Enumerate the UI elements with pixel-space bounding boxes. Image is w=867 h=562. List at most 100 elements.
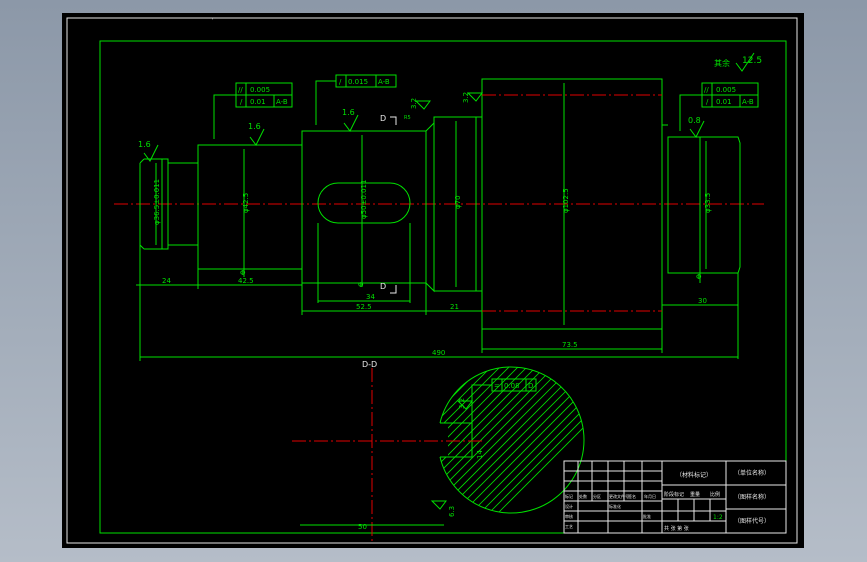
tol-1-val: 0.005: [250, 86, 270, 94]
tb-company: （单位名称）: [734, 469, 770, 477]
tol-2-val: 0.015: [348, 78, 368, 86]
hatch-line: [440, 367, 451, 513]
dim-d-right: φ33.5: [704, 193, 712, 213]
svg-text:分区: 分区: [593, 493, 601, 499]
svg-text://: //: [704, 86, 709, 94]
svg-text:年月日: 年月日: [644, 493, 656, 499]
tolerance-frame-1: // / 0.005 0.01 A-B: [213, 82, 293, 139]
title-block: （材料标记） （单位名称） （图样名称） （图样代号） 阶段标记 重量 比例 1…: [563, 460, 787, 534]
svg-text:=: =: [494, 382, 500, 390]
tolerance-frame-3: // / 0.005 0.01 A-B: [679, 82, 759, 131]
dim-d-collar: φ70: [454, 195, 462, 209]
rough-5: 3.2: [462, 92, 470, 103]
dim-l-525: 52.5: [356, 303, 372, 311]
hatch-line: [200, 363, 360, 523]
hatch-line: [272, 363, 432, 523]
svg-text:标准化: 标准化: [609, 503, 621, 509]
section-circle: [439, 366, 585, 514]
hatch-line: [254, 363, 414, 523]
hatch-line: [440, 367, 487, 513]
svg-text:设计: 设计: [565, 503, 573, 509]
hatch-line: [137, 363, 297, 523]
svg-text:/: /: [240, 98, 243, 106]
hatch-line: [440, 367, 442, 513]
tb-sheets: 共 张 第 张: [664, 525, 689, 532]
svg-text:/: /: [706, 98, 709, 106]
hatch-line: [460, 367, 584, 513]
hatch-line: [227, 363, 387, 523]
svg-text://: //: [238, 86, 243, 94]
tb-weight: 重量: [690, 491, 700, 498]
dim-section: 50: [358, 523, 367, 531]
dim-l-34: 34: [366, 293, 375, 301]
drawing-viewport[interactable]: ' φ36.5±0.011 φ4: [62, 13, 804, 548]
dim-l-735: 73.5: [562, 341, 578, 349]
keyway: [317, 182, 411, 224]
hatch-line: [440, 367, 478, 513]
tb-drawing-name: （图样名称）: [734, 493, 770, 501]
hatch-line: [263, 363, 423, 523]
hatch-line: [218, 363, 378, 523]
dim-d-second: φ42.5: [242, 193, 250, 213]
svg-text:更改文件号: 更改文件号: [609, 493, 629, 499]
rough-6: 0.8: [688, 116, 701, 125]
hatch-line: [487, 367, 584, 513]
rough-1: 1.6: [138, 140, 151, 149]
hatch-line: [440, 367, 559, 513]
drawing-canvas: ' φ36.5±0.011 φ4: [66, 17, 798, 544]
dim-d-left: φ36.5±0.011: [153, 179, 161, 225]
hatch-line: [173, 363, 333, 523]
rough-sec: 6.3: [448, 506, 456, 517]
rough-7: 12.5: [742, 56, 762, 66]
hatch-line: [440, 367, 541, 513]
hatch-line: [110, 363, 270, 523]
dim-l-21: 21: [450, 303, 459, 311]
tol-3-datum: A-B: [742, 98, 754, 106]
hatch-line: [442, 367, 584, 513]
shaft-step-3: [197, 144, 303, 270]
shaft-body: [481, 78, 663, 330]
rough-r5: R5: [404, 115, 411, 121]
shaft-step-1: [139, 158, 169, 250]
hatch-line: [478, 367, 584, 513]
hatch-line: [101, 363, 261, 523]
dim-l-425: 42.5: [238, 277, 254, 285]
hatch-line: [440, 367, 568, 513]
hatch-line: [128, 363, 288, 523]
datum-mid: Φ: [358, 281, 364, 289]
section-title: D-D: [362, 360, 377, 369]
hatch-line: [451, 367, 584, 513]
svg-text:工艺: 工艺: [565, 524, 573, 529]
dim-l-total: 490: [432, 349, 445, 357]
tol-4-datum: D: [528, 382, 533, 390]
outer-frame: [66, 17, 798, 544]
roughness-symbols: 1.6 1.6 1.6 3.2 R5 3.2 0.8 其余 12.5: [138, 52, 762, 162]
hatch-line: [440, 367, 505, 513]
top-tick: ': [212, 18, 213, 24]
hatch-line: [440, 367, 532, 513]
rough-key: 3.2: [458, 398, 466, 409]
hatch-line: [164, 363, 324, 523]
hatch-line: [245, 363, 405, 523]
hatch-line: [146, 363, 306, 523]
inner-frame: [99, 40, 787, 534]
tol-4-val: 0.08: [504, 382, 520, 390]
svg-text:批准: 批准: [643, 513, 651, 519]
shaft-right-end: [667, 136, 741, 274]
tb-material: （材料标记）: [676, 471, 712, 479]
hatch-line: [440, 367, 496, 513]
hatch-line: [182, 363, 342, 523]
hatch-line: [155, 363, 315, 523]
section-hatching: [101, 363, 584, 523]
dim-key: 14: [476, 450, 484, 459]
svg-text:签名: 签名: [628, 493, 636, 499]
tolerance-frame-2: / 0.015 A-B: [315, 74, 397, 125]
tb-ratio: 比例: [710, 491, 720, 498]
hatch-line: [191, 363, 351, 523]
tol-1-datum: A-B: [276, 98, 288, 106]
rough-other-label: 其余: [714, 58, 730, 68]
length-dimensions: 24 42.5 34 52.5 21 30 73.5 490: [136, 223, 739, 361]
tb-scale: 1:2: [713, 514, 723, 521]
hatch-line: [469, 367, 584, 513]
section-mark-bottom: D: [380, 282, 386, 291]
